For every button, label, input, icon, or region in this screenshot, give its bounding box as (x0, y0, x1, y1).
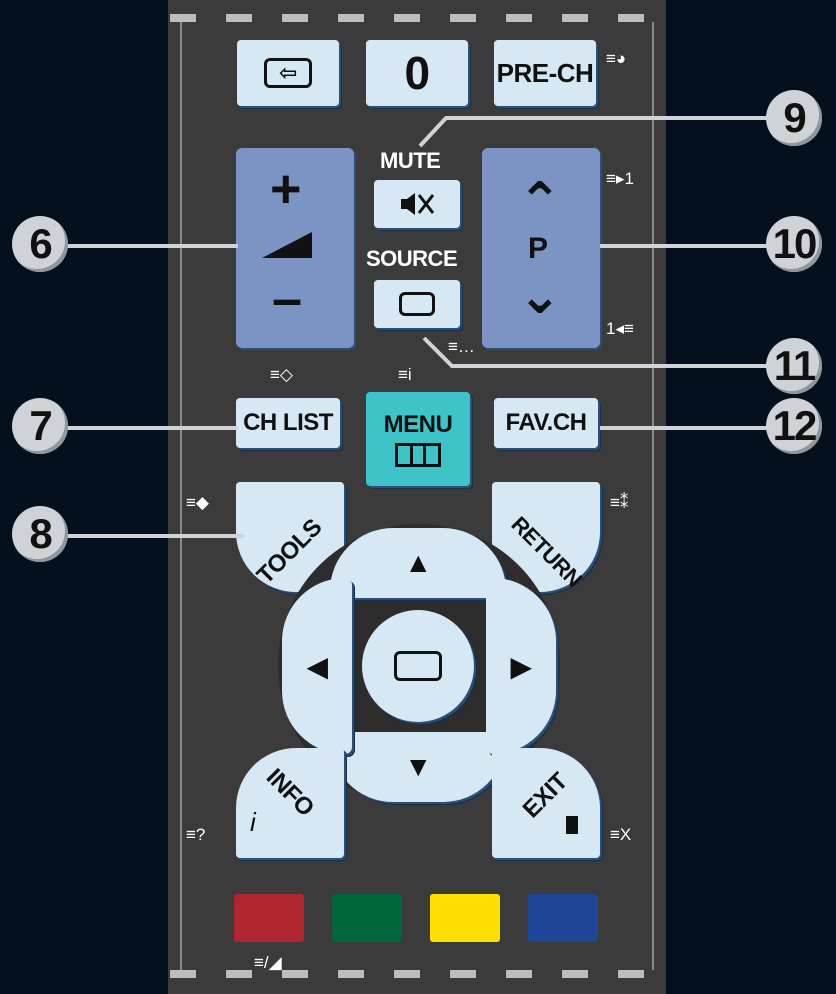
callout-7: 7 (12, 398, 68, 454)
yellow-button[interactable] (430, 894, 500, 942)
teletext-menu-icon: ≡i (398, 365, 412, 384)
prech-button[interactable]: PRE-CH (494, 40, 596, 106)
menu-label: MENU (383, 411, 453, 438)
teletext-source-icon: ≡… (448, 337, 475, 356)
teletext-chlist-icon: ≡◇ (270, 365, 293, 384)
channel-rocker[interactable] (482, 148, 600, 348)
source-button[interactable] (374, 280, 460, 328)
mute-caption: MUTE (380, 148, 441, 173)
callout-line-8 (60, 534, 244, 538)
exit-button[interactable]: EXIT (492, 748, 600, 858)
callout-11: 11 (766, 338, 822, 394)
chlist-button[interactable]: CH LIST (236, 398, 340, 448)
zero-button[interactable]: 0 (366, 40, 468, 106)
up-button[interactable]: ▲ (330, 528, 506, 598)
input-button[interactable]: ⇦ (237, 40, 339, 106)
up-arrow-icon: ▲ (404, 547, 432, 578)
callout-10: 10 (766, 216, 822, 272)
callout-line-7 (60, 426, 238, 430)
favch-button[interactable]: FAV.CH (494, 398, 598, 448)
down-arrow-icon: ▼ (404, 751, 432, 782)
speaker-mute-icon (401, 193, 435, 215)
teletext-color-icon: ≡/◢ (254, 953, 282, 972)
callout-line-12 (600, 426, 776, 430)
channel-up-icon[interactable]: ⌃ (518, 173, 562, 231)
callout-line-11 (422, 336, 780, 368)
callout-6: 6 (12, 216, 68, 272)
info-button[interactable]: INFO i (236, 748, 344, 858)
teletext-prech-icon: ≡◕ (606, 49, 627, 68)
enter-button[interactable] (362, 610, 474, 722)
channel-down-icon[interactable]: ⌄ (518, 267, 562, 325)
teletext-chdown-icon: 1◂≡ (606, 319, 634, 338)
right-button[interactable]: ▶ (486, 578, 556, 754)
input-icon: ⇦ (264, 58, 312, 88)
enter-icon (394, 651, 442, 681)
callout-line-6 (60, 244, 238, 248)
volume-down-icon[interactable]: – (272, 269, 303, 329)
teletext-info-icon: ≡? (186, 825, 206, 844)
callout-9: 9 (766, 90, 822, 146)
left-rail (180, 22, 182, 970)
green-button[interactable] (332, 894, 402, 942)
menu-grid-icon (395, 443, 441, 467)
teletext-exit-icon: ≡X (610, 825, 632, 844)
mute-button[interactable]: speaker-mute (374, 180, 460, 228)
menu-button[interactable]: MENU (366, 392, 470, 486)
teletext-tools-icon: ≡◆ (186, 493, 209, 512)
blue-button[interactable] (528, 894, 598, 942)
callout-line-10 (600, 244, 776, 248)
callout-12: 12 (766, 398, 822, 454)
teletext-chup-icon: ≡▸1 (606, 169, 634, 188)
right-arrow-icon: ▶ (510, 650, 532, 682)
down-button[interactable]: ▼ (330, 732, 506, 802)
info-i-icon: i (250, 806, 256, 837)
left-arrow-icon: ◀ (306, 650, 328, 682)
exit-door-icon (566, 816, 578, 834)
source-caption: SOURCE (366, 246, 458, 271)
volume-up-icon[interactable]: + (270, 159, 302, 219)
source-icon (399, 292, 435, 316)
callout-8: 8 (12, 506, 68, 562)
red-button[interactable] (234, 894, 304, 942)
teletext-return-icon: ≡⁑ (610, 493, 629, 512)
callout-line-9 (418, 116, 780, 148)
right-rail (652, 22, 654, 970)
left-button[interactable]: ◀ (282, 578, 352, 754)
channel-label: P (528, 232, 549, 265)
